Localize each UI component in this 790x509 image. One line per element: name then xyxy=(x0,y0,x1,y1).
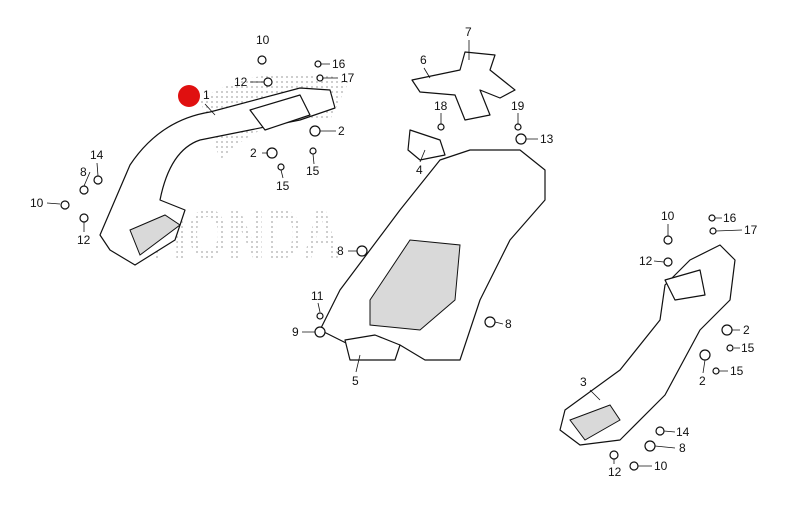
callout-12: 12 xyxy=(608,465,622,479)
leader-lines xyxy=(46,40,743,467)
callout-6: 6 xyxy=(420,53,427,67)
callout-8: 8 xyxy=(505,317,512,331)
callout-15: 15 xyxy=(276,179,290,193)
callout-12: 12 xyxy=(234,75,248,89)
callout-8: 8 xyxy=(679,441,686,455)
grab-rail-left xyxy=(99,87,336,266)
highlight-marker xyxy=(178,85,200,107)
callout-5: 5 xyxy=(352,374,359,388)
callout-19: 19 xyxy=(511,99,525,113)
callout-3: 3 xyxy=(580,375,587,389)
callout-7: 7 xyxy=(465,25,472,39)
callout-10: 10 xyxy=(30,196,44,210)
callout-16: 16 xyxy=(332,57,346,71)
callout-17: 17 xyxy=(744,223,758,237)
callout-10: 10 xyxy=(661,209,675,223)
callout-8: 8 xyxy=(80,165,87,179)
callout-8: 8 xyxy=(337,244,344,258)
callout-15: 15 xyxy=(730,364,744,378)
callout-11: 11 xyxy=(311,289,324,303)
callout-2: 2 xyxy=(250,146,257,160)
callouts-left: 10 12 16 17 1 2 2 15 15 14 8 10 12 8 xyxy=(30,33,355,258)
callout-12: 12 xyxy=(639,254,653,268)
watermark-text: HONDA xyxy=(150,195,340,273)
fasteners xyxy=(60,55,734,471)
callout-2: 2 xyxy=(699,374,706,388)
callout-2: 2 xyxy=(743,323,750,337)
callout-17: 17 xyxy=(341,71,355,85)
callout-15: 15 xyxy=(306,164,320,178)
seat-bracket-top xyxy=(411,51,516,121)
callout-14: 14 xyxy=(676,425,690,439)
callout-16: 16 xyxy=(723,211,737,225)
callout-10: 10 xyxy=(654,459,668,473)
callout-18: 18 xyxy=(434,99,448,113)
callout-12: 12 xyxy=(77,233,91,247)
callout-14: 14 xyxy=(90,148,104,162)
grab-rail-right xyxy=(559,244,736,446)
callout-13: 13 xyxy=(540,132,554,146)
callout-15: 15 xyxy=(741,341,755,355)
callouts-center: 6 7 18 19 13 4 11 9 5 8 xyxy=(292,25,554,388)
callout-1: 1 xyxy=(203,88,210,102)
callout-9: 9 xyxy=(292,325,299,339)
rear-frame-center xyxy=(319,129,546,361)
callout-2: 2 xyxy=(338,124,345,138)
callout-4: 4 xyxy=(416,163,423,177)
callouts-right: 10 16 17 12 2 15 2 15 3 14 8 12 10 xyxy=(580,209,758,479)
callout-10: 10 xyxy=(256,33,270,47)
